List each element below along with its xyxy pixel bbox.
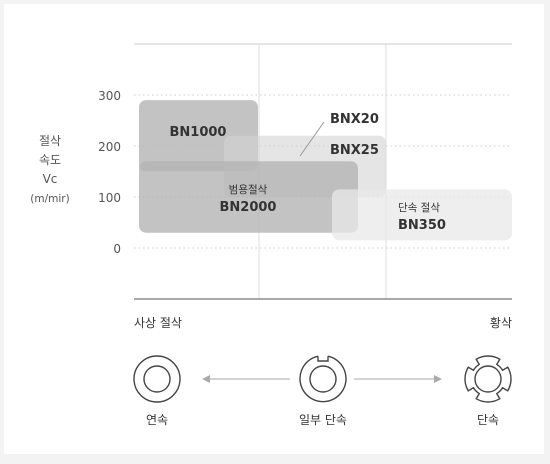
region-sublabel-bn350: 단속 절삭 [398, 201, 440, 214]
bnx20-leader-line [299, 121, 325, 157]
category-label-interrupted: 단속 [477, 413, 499, 427]
x-axis-left-label: 사상 절삭 [134, 316, 182, 330]
y-tick-labels: 0 100 200 300 [98, 89, 121, 256]
y-axis-label-line: Vc [43, 172, 58, 186]
arrow-right-head [434, 375, 442, 383]
region-label-bn350: BN350 [398, 218, 446, 233]
y-tick-label: 300 [98, 89, 121, 103]
category-label-partial-interrupted: 일부 단속 [299, 413, 347, 427]
arrow-left-head [202, 375, 210, 383]
region-sublabel-bn2000: 범용절삭 [229, 183, 268, 196]
region-label-bn1000: BN1000 [170, 125, 227, 140]
region-label-bnx25: BNX25 [330, 143, 379, 158]
y-axis-label-line: (m/mir) [30, 193, 69, 205]
notched-ring-icon [299, 355, 347, 403]
interrupted-ring-icon [464, 355, 512, 403]
callout-label-bnx20: BNX20 [330, 112, 379, 127]
region-bn2000 [139, 161, 358, 233]
category-label-continuous: 연속 [146, 413, 168, 427]
y-tick-label: 0 [113, 242, 121, 256]
y-tick-label: 100 [98, 191, 121, 205]
region-bn350 [332, 189, 512, 241]
x-axis-right-label: 황삭 [490, 316, 512, 330]
region-label-bn2000: BN2000 [220, 200, 277, 215]
y-tick-label: 200 [98, 140, 121, 154]
y-axis-label-line: 절삭 [39, 134, 61, 148]
solid-ring-icon [133, 355, 181, 403]
y-axis-label-line: 속도 [39, 153, 61, 167]
